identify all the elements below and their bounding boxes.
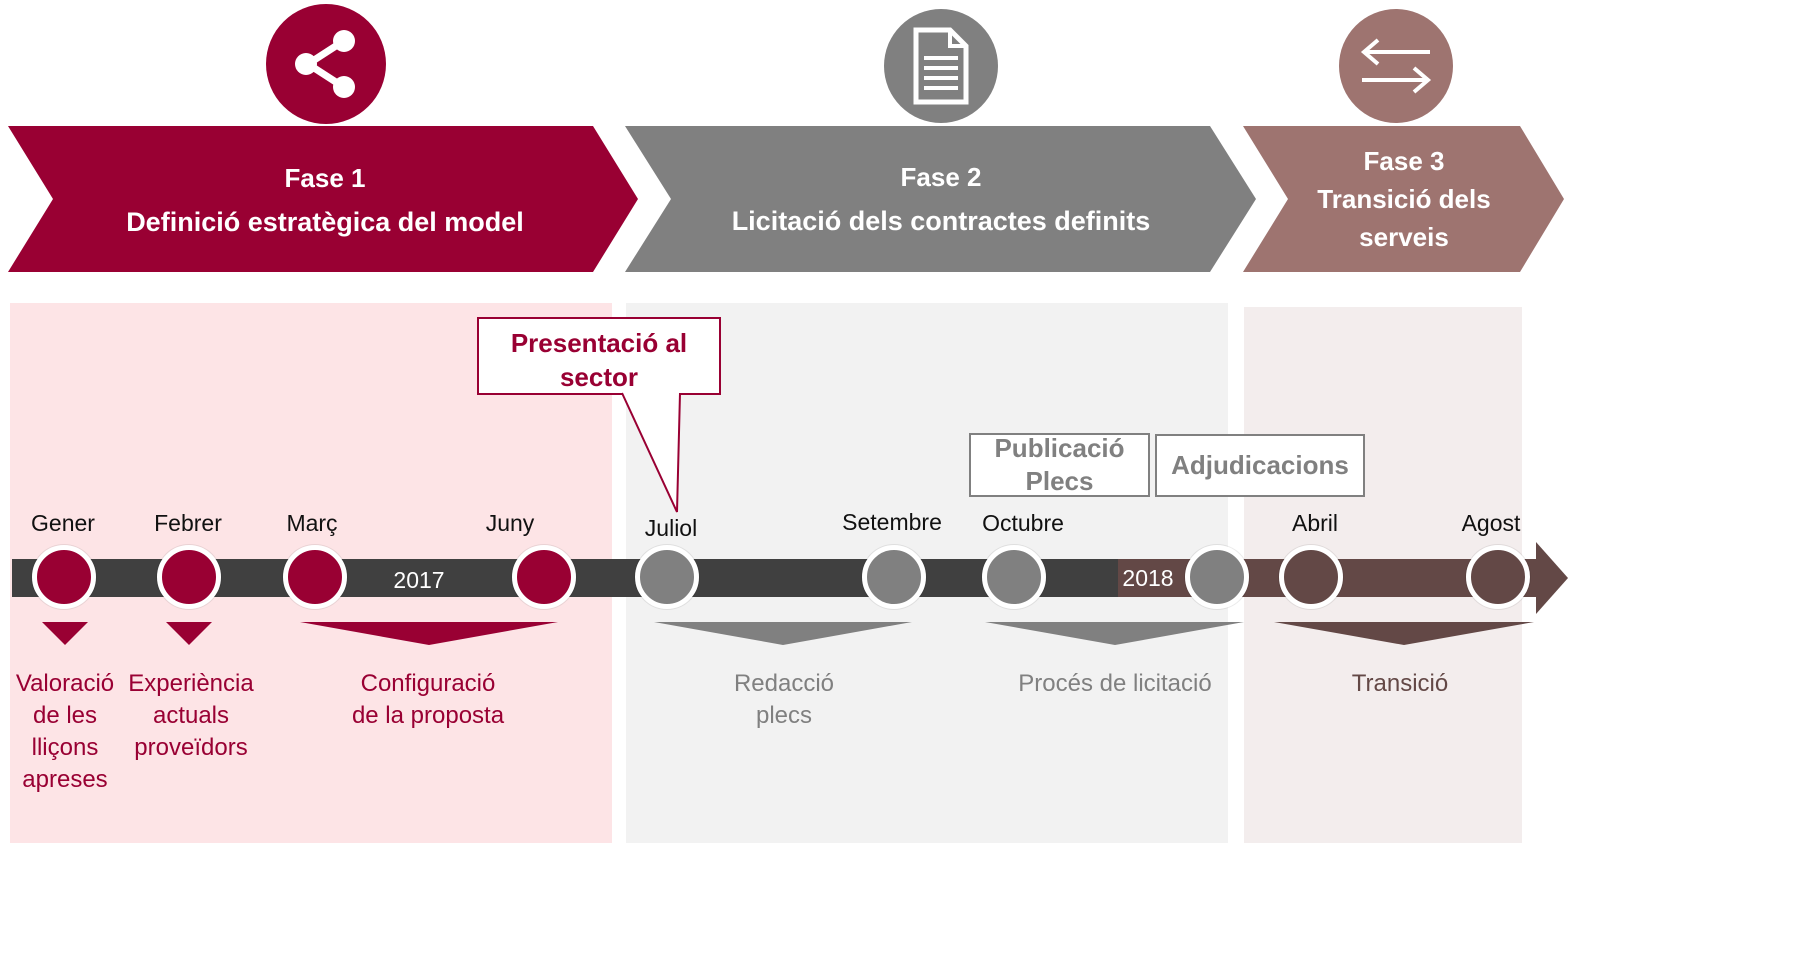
phase3-title-line2: serveis — [1359, 222, 1449, 252]
share-icon — [295, 30, 355, 98]
month-label-setembre: Setembre — [842, 509, 942, 535]
phase3-text: Fase 3 Transició dels serveis — [1290, 140, 1518, 258]
activity-configuracio-line2: de la proposta — [351, 702, 505, 729]
phase3-label: Fase 3 — [1363, 146, 1445, 176]
milestone-agost — [1466, 545, 1530, 609]
phase2-chevron — [625, 126, 1256, 272]
callout-line1: Presentació al — [510, 328, 688, 358]
callout-presentacio: Presentació al sector — [480, 326, 718, 394]
phase3-chevron — [1243, 126, 1564, 272]
month-label-abril: Abril — [1291, 510, 1339, 536]
milestone-juny — [512, 545, 576, 609]
activity-pointer-valoracio — [42, 622, 88, 645]
activity-pointer-transicio — [1274, 622, 1534, 645]
activity-pointer-licitacio — [985, 622, 1244, 645]
activity-proces-licitacio: Procés de licitació — [1018, 668, 1211, 700]
activity-redaccio: Redacció plecs — [734, 668, 834, 732]
milestone-febrer — [157, 545, 221, 609]
phase2-title: Licitació dels contractes definits — [731, 206, 1151, 236]
activity-pointer-configuracio — [300, 622, 558, 645]
activity-configuracio: Configuració de la proposta — [352, 668, 504, 732]
activity-transicio-line1: Transició — [1351, 670, 1449, 697]
month-label-juny: Juny — [485, 510, 535, 536]
month-label-febrer: Febrer — [154, 510, 222, 536]
milestone-gener — [32, 545, 96, 609]
event-publicacio-line2: Plecs — [1025, 466, 1094, 496]
activity-redaccio-line2: plecs — [755, 702, 813, 729]
phase2-label: Fase 2 — [900, 162, 982, 192]
activity-transicio: Transició — [1352, 668, 1448, 700]
timeline-arrowhead — [1536, 542, 1568, 614]
swap-arrows-icon — [1360, 38, 1432, 94]
milestone-2018 — [1185, 545, 1249, 609]
activity-experiencia: Experiència actuals proveïdors — [128, 668, 253, 764]
event-adjudicacions-label: Adjudicacions — [1171, 450, 1349, 480]
phase1-icon-circle — [266, 4, 386, 124]
callout-pointer — [621, 392, 681, 513]
activity-valoracio-line3: lliçons — [31, 734, 99, 761]
activity-experiencia-line3: proveïdors — [134, 734, 248, 761]
activity-licitacio-line1: Procés de licitació — [1018, 670, 1212, 697]
milestone-juliol — [635, 545, 699, 609]
month-label-juliol: Juliol — [644, 515, 698, 541]
activity-valoracio: Valoració de les lliçons apreses — [16, 668, 114, 796]
phase1-chevron — [8, 126, 638, 272]
timeline-bar-2018 — [1118, 559, 1198, 597]
activity-configuracio-line1: Configuració — [360, 670, 496, 697]
phase3-title-line1: Transició dels — [1317, 184, 1491, 214]
callout-box — [477, 317, 721, 395]
phase1-title: Definició estratègica del model — [126, 207, 524, 237]
callout-line2: sector — [559, 362, 639, 392]
month-label-gener: Gener — [31, 510, 95, 536]
activity-valoracio-line1: Valoració — [15, 670, 115, 697]
milestone-octubre — [982, 545, 1046, 609]
month-label-marc: Març — [286, 510, 338, 536]
document-icon — [913, 27, 969, 105]
activity-valoracio-line4: apreses — [22, 766, 108, 793]
activity-pointer-experiencia — [166, 622, 212, 645]
month-label-octubre: Octubre — [982, 510, 1064, 536]
milestone-abril — [1279, 545, 1343, 609]
milestone-setembre — [862, 545, 926, 609]
event-publicacio-line1: Publicació — [994, 433, 1125, 463]
activity-experiencia-line2: actuals — [152, 702, 230, 729]
year-label-2017: 2017 — [393, 567, 445, 593]
activity-valoracio-line2: de les — [32, 702, 98, 729]
year-label-2018: 2018 — [1122, 565, 1174, 591]
phase1-text: Fase 1 Definició estratègica del model — [60, 150, 590, 250]
phase2-text: Fase 2 Licitació dels contractes definit… — [676, 149, 1206, 249]
phase1-label: Fase 1 — [284, 163, 366, 193]
activity-pointer-redaccio — [654, 622, 912, 645]
activity-experiencia-line1: Experiència — [128, 670, 254, 697]
event-adjudicacions: Adjudicacions — [1155, 434, 1365, 497]
phase2-icon-circle — [884, 9, 998, 123]
milestone-marc — [283, 545, 347, 609]
activity-redaccio-line1: Redacció — [733, 670, 835, 697]
event-publicacio-plecs: Publicació Plecs — [969, 433, 1150, 497]
phase3-icon-circle — [1339, 9, 1453, 123]
month-label-agost: Agost — [1461, 510, 1521, 536]
